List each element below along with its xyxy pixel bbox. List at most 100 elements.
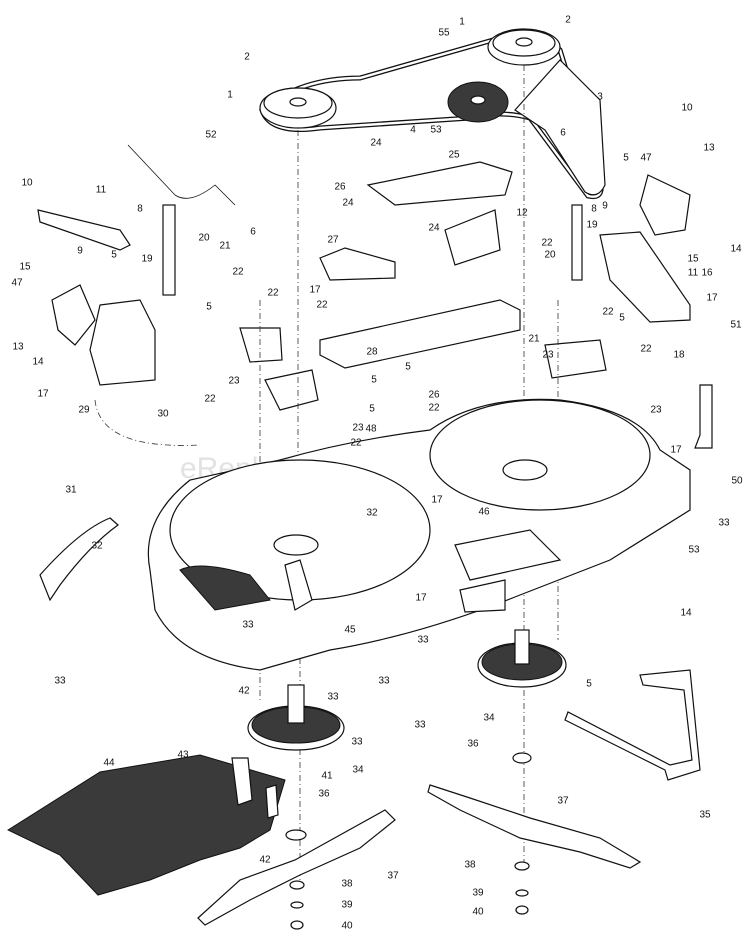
part-callout-9: 9 — [602, 201, 608, 212]
part-callout-22: 22 — [232, 267, 244, 278]
part-callout-26: 26 — [334, 182, 346, 193]
part-callout-33: 33 — [718, 518, 730, 529]
idler-pulley — [447, 81, 509, 123]
part-callout-34: 34 — [483, 713, 495, 724]
part-callout-5: 5 — [206, 302, 212, 313]
part-callout-26: 26 — [428, 390, 440, 401]
part-callout-8: 8 — [137, 204, 143, 215]
blade-right — [427, 784, 642, 869]
front-bracket-right — [599, 231, 691, 323]
trail-bar — [564, 669, 701, 781]
part-callout-8: 8 — [591, 204, 597, 215]
front-strap-left — [162, 204, 176, 296]
part-callout-12: 12 — [516, 208, 528, 219]
part-callout-15: 15 — [19, 262, 31, 273]
part-callout-16: 16 — [701, 268, 713, 279]
part-callout-5: 5 — [371, 375, 377, 386]
idler-bracket — [366, 161, 513, 206]
discharge-chute — [6, 754, 286, 896]
part-callout-5: 5 — [111, 250, 117, 261]
part-callout-24: 24 — [428, 223, 440, 234]
part-callout-34: 34 — [352, 765, 364, 776]
part-callout-13: 13 — [703, 143, 715, 154]
part-callout-27: 27 — [327, 235, 339, 246]
part-callout-17: 17 — [670, 445, 682, 456]
part-callout-22: 22 — [316, 300, 328, 311]
part-callout-22: 22 — [541, 238, 553, 249]
part-callout-36: 36 — [318, 789, 330, 800]
part-callout-17: 17 — [309, 285, 321, 296]
part-callout-22: 22 — [428, 403, 440, 414]
right-pulley — [487, 28, 561, 66]
part-callout-53: 53 — [430, 125, 442, 136]
part-callout-33: 33 — [242, 620, 254, 631]
part-callout-5: 5 — [623, 153, 629, 164]
part-callout-23: 23 — [542, 350, 554, 361]
baffle-left — [239, 327, 283, 363]
part-callout-4: 4 — [410, 125, 416, 136]
part-callout-20: 20 — [544, 250, 556, 261]
part-callout-15: 15 — [687, 254, 699, 265]
part-callout-32: 32 — [366, 508, 378, 519]
part-callout-50: 50 — [731, 476, 743, 487]
part-callout-44: 44 — [103, 758, 115, 769]
spindle-left — [247, 684, 345, 751]
baffle-center — [264, 369, 319, 411]
part-callout-22: 22 — [640, 344, 652, 355]
part-callout-39: 39 — [472, 888, 484, 899]
part-callout-6: 6 — [250, 227, 256, 238]
part-callout-33: 33 — [351, 737, 363, 748]
blade-left — [197, 809, 396, 926]
spindle-right — [477, 629, 567, 688]
part-callout-19: 19 — [141, 254, 153, 265]
support-plate — [319, 299, 521, 369]
part-callout-17: 17 — [37, 389, 49, 400]
part-callout-23: 23 — [228, 376, 240, 387]
part-callout-43: 43 — [177, 750, 189, 761]
part-callout-39: 39 — [341, 900, 353, 911]
part-callout-31: 31 — [65, 485, 77, 496]
hanger-bracket-left — [319, 247, 396, 281]
part-callout-5: 5 — [405, 362, 411, 373]
front-bracket-left — [89, 299, 156, 386]
part-callout-36: 36 — [467, 739, 479, 750]
tension-spring — [127, 144, 236, 206]
part-callout-17: 17 — [706, 293, 718, 304]
part-callout-22: 22 — [267, 288, 279, 299]
part-callout-33: 33 — [417, 635, 429, 646]
part-callout-37: 37 — [387, 871, 399, 882]
part-callout-42: 42 — [259, 855, 271, 866]
part-callout-33: 33 — [378, 676, 390, 687]
idler-arm — [514, 59, 606, 196]
chute-spring — [265, 784, 279, 819]
part-callout-38: 38 — [464, 860, 476, 871]
pivot-plate-left — [51, 284, 96, 346]
part-callout-47: 47 — [640, 153, 652, 164]
blade-hardware-right — [512, 752, 532, 915]
part-callout-24: 24 — [370, 138, 382, 149]
part-callout-20: 20 — [198, 233, 210, 244]
part-callout-21: 21 — [528, 334, 540, 345]
part-callout-33: 33 — [414, 720, 426, 731]
part-callout-1: 1 — [227, 90, 233, 101]
part-callout-10: 10 — [681, 103, 693, 114]
pivot-plate-right — [639, 174, 691, 236]
front-strap-right — [571, 204, 583, 281]
part-callout-53: 53 — [688, 545, 700, 556]
part-callout-9: 9 — [77, 246, 83, 257]
part-callout-35: 35 — [699, 810, 711, 821]
part-callout-41: 41 — [321, 771, 333, 782]
part-callout-51: 51 — [730, 320, 742, 331]
part-callout-10: 10 — [21, 178, 33, 189]
rear-bracket — [39, 517, 119, 602]
part-callout-46: 46 — [478, 507, 490, 518]
part-callout-5: 5 — [586, 679, 592, 690]
part-callout-22: 22 — [350, 438, 362, 449]
part-callout-55: 55 — [438, 28, 450, 39]
part-callout-17: 17 — [431, 495, 443, 506]
part-callout-45: 45 — [344, 625, 356, 636]
blade-hardware-left — [285, 829, 307, 930]
part-callout-33: 33 — [327, 692, 339, 703]
